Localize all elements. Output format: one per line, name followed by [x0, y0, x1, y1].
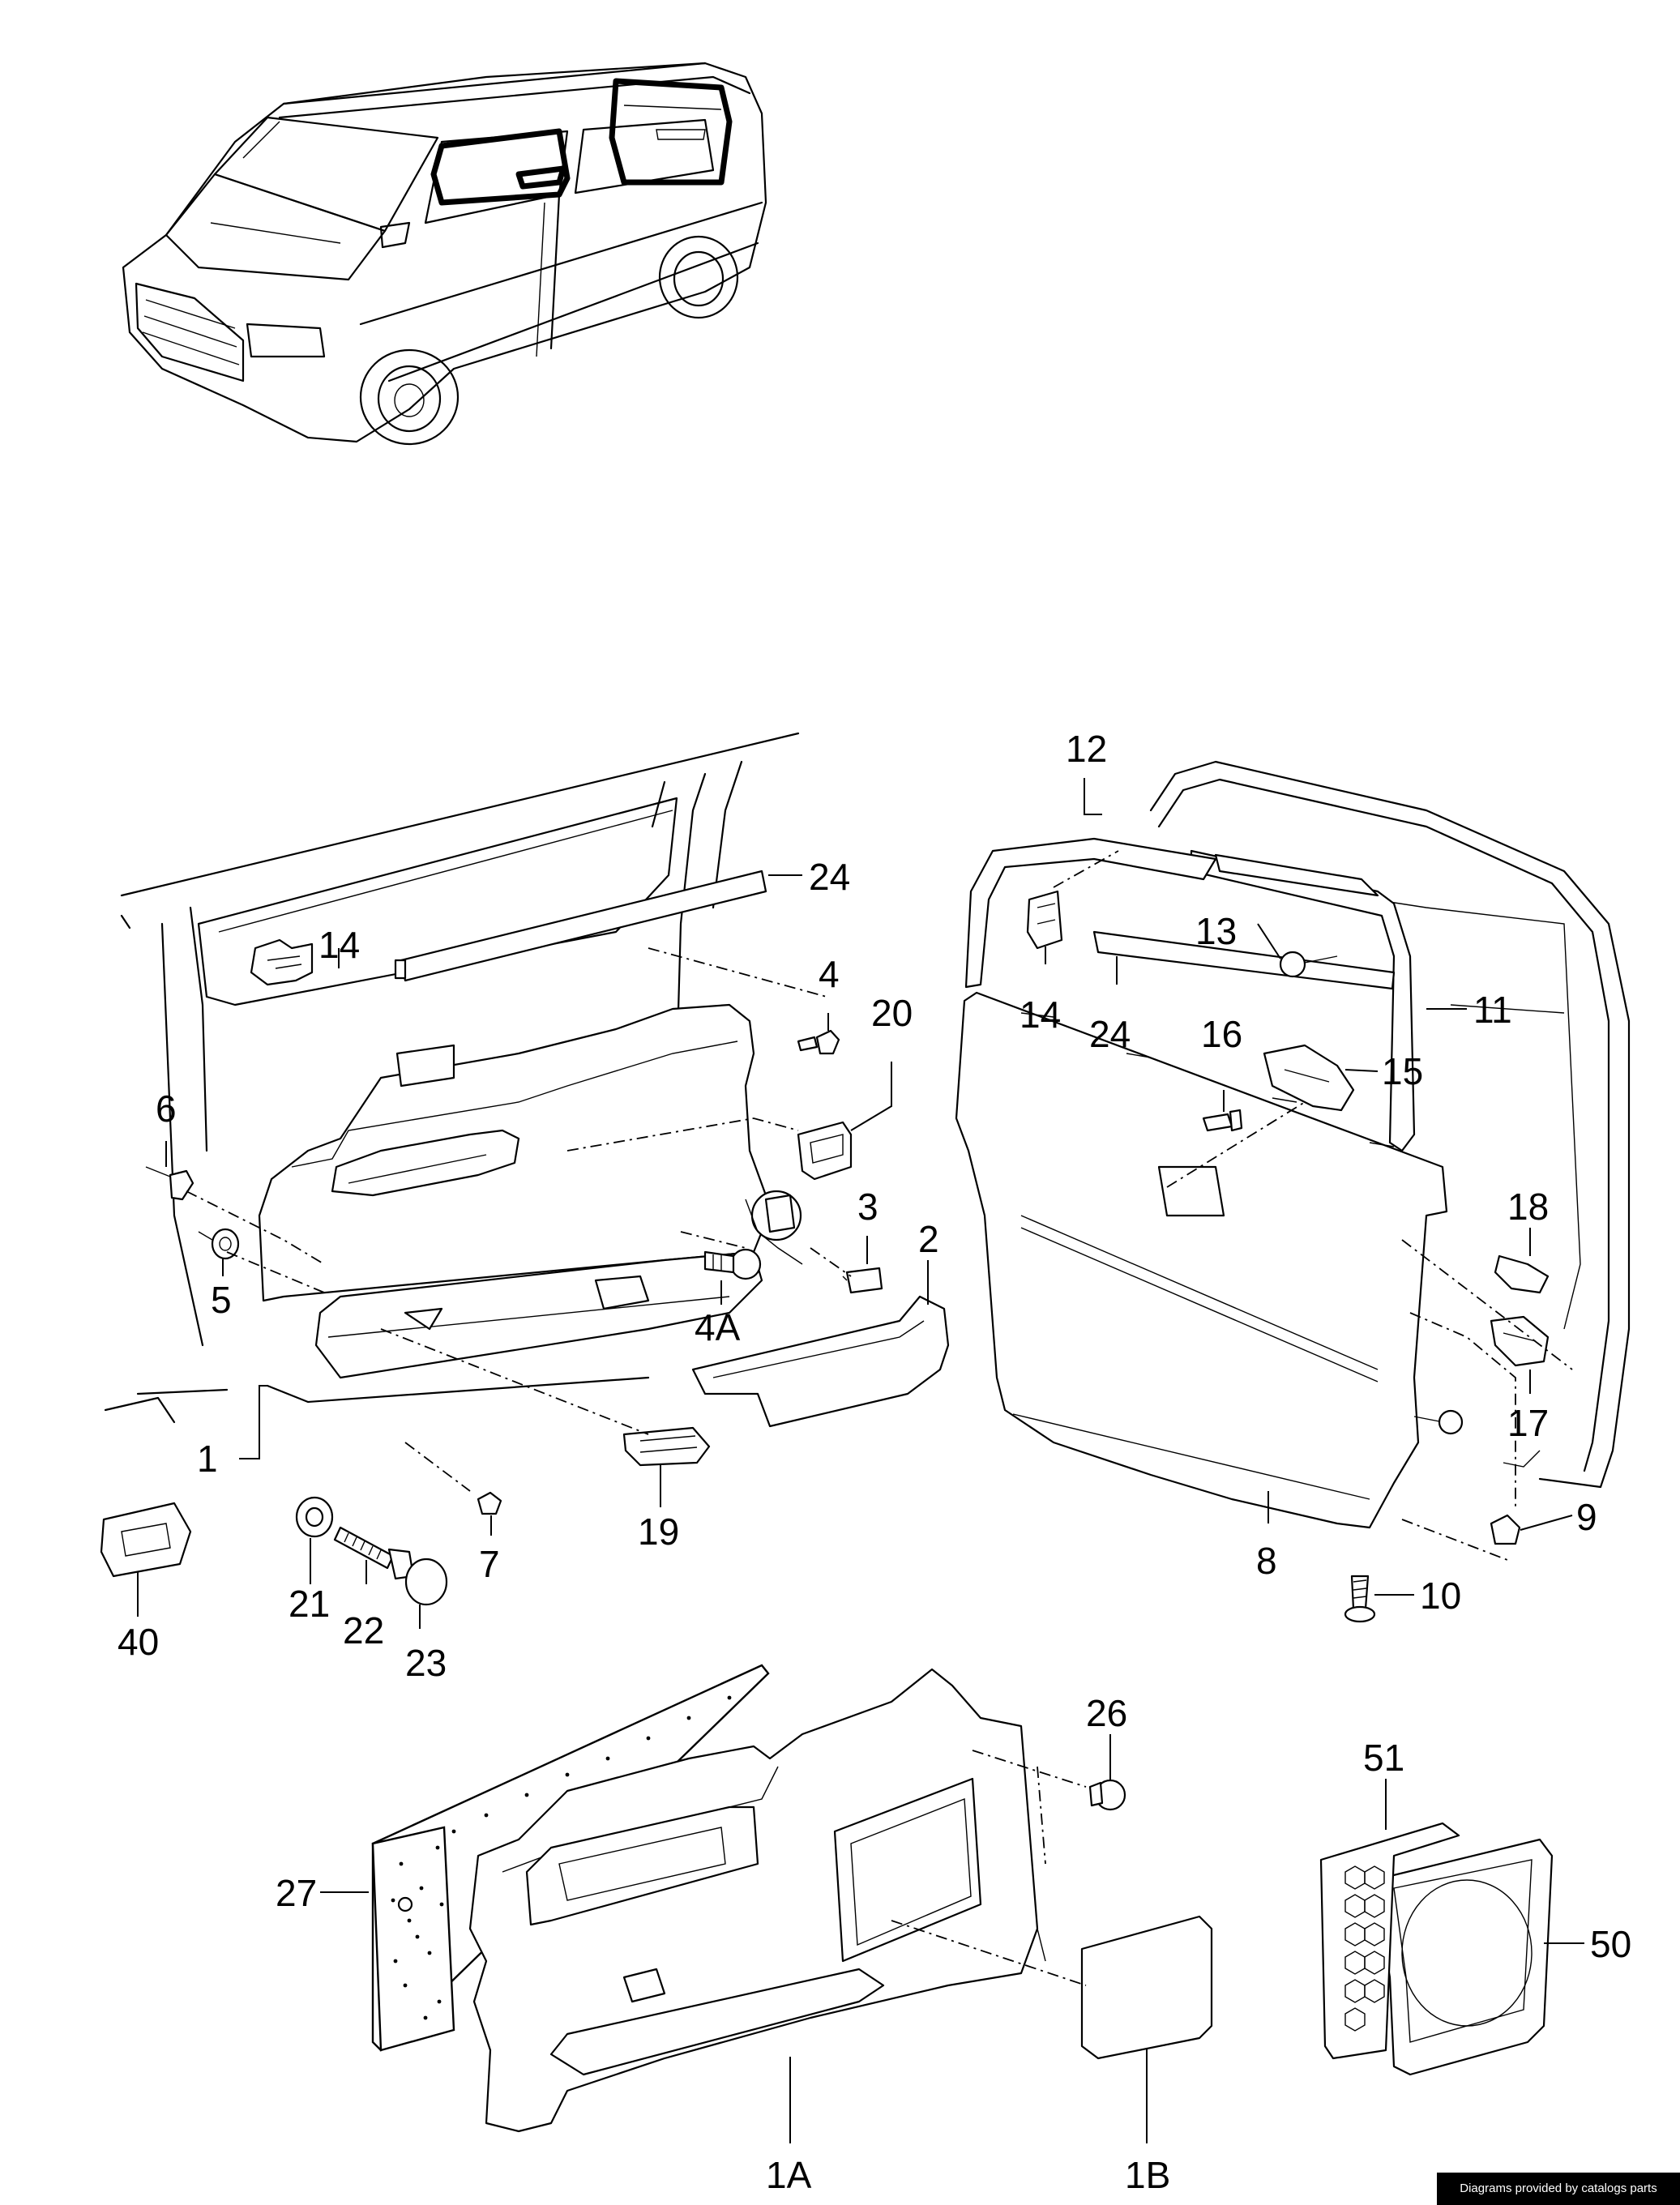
callout-8: 8	[1256, 1540, 1277, 1582]
callout-4: 4	[819, 953, 840, 995]
callout-50: 50	[1590, 1923, 1631, 1965]
callout-23: 23	[405, 1642, 447, 1684]
callout-7: 7	[479, 1543, 500, 1585]
callout-2: 2	[918, 1218, 939, 1260]
callout-24b: 24	[1089, 1013, 1131, 1055]
callout-16: 16	[1201, 1013, 1242, 1055]
front-door-trim-assembly	[100, 732, 950, 1606]
credit-footer: Diagrams provided by catalogs parts	[1437, 2173, 1680, 2205]
callout-22: 22	[343, 1609, 384, 1652]
callout-1A: 1A	[766, 2154, 812, 2196]
callout-21: 21	[289, 1583, 330, 1625]
callout-1: 1	[197, 1438, 218, 1480]
callout-9: 9	[1576, 1496, 1597, 1538]
callout-3: 3	[857, 1186, 878, 1228]
callout-18: 18	[1507, 1186, 1549, 1228]
callout-6: 6	[156, 1088, 177, 1130]
callout-11: 11	[1473, 989, 1512, 1031]
callout-14b: 14	[1020, 994, 1061, 1036]
callout-4A: 4A	[695, 1306, 741, 1348]
callout-labels: 12 24 14 4 20 6 5 3 2 4A 1 7 19 21 22 23…	[118, 728, 1631, 2196]
sliding-door-trim-assembly	[955, 760, 1631, 1623]
callout-12: 12	[1066, 728, 1107, 770]
callout-20: 20	[871, 992, 913, 1034]
callout-51: 51	[1363, 1737, 1404, 1779]
callout-40: 40	[118, 1621, 159, 1663]
callout-5: 5	[211, 1279, 232, 1321]
callout-26: 26	[1086, 1692, 1127, 1734]
callout-1B: 1B	[1125, 2154, 1170, 2196]
leader-lines	[137, 778, 1584, 2143]
callout-15: 15	[1382, 1050, 1423, 1092]
callout-17: 17	[1507, 1402, 1549, 1444]
callout-24: 24	[809, 856, 850, 898]
rear-side-panel-assembly	[371, 1664, 1554, 2133]
van-overview-illustration	[122, 62, 767, 446]
callout-19: 19	[638, 1511, 679, 1553]
callout-10: 10	[1420, 1575, 1461, 1617]
callout-14: 14	[318, 924, 360, 966]
callout-27: 27	[276, 1872, 317, 1914]
callout-13: 13	[1195, 910, 1237, 952]
